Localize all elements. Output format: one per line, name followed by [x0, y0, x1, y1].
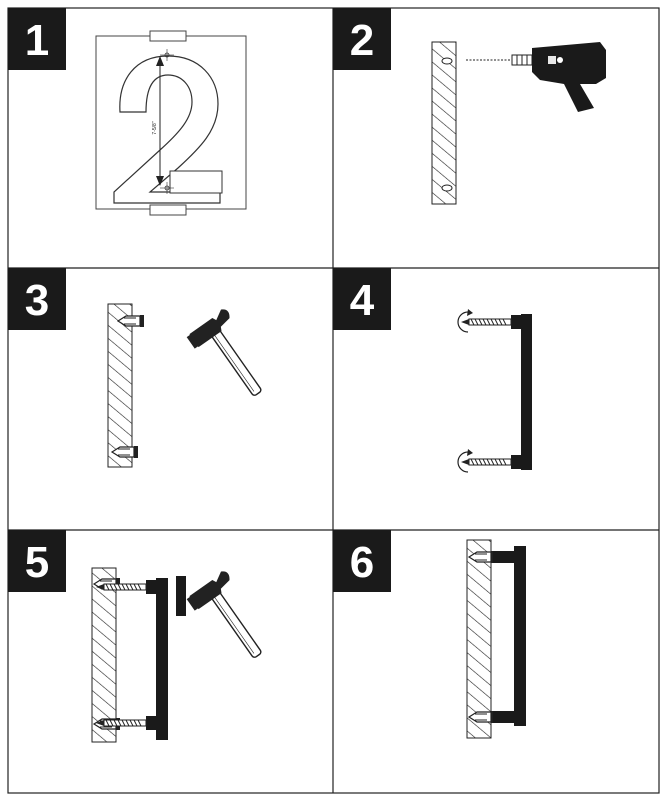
- template-figure: 7-5/8": [95, 30, 247, 216]
- step-number-6: 6: [350, 538, 374, 587]
- dimension-arrow: [156, 56, 164, 186]
- step-number-1: 1: [25, 16, 49, 65]
- step-badge-1: [8, 8, 66, 70]
- digit-base-block: [169, 170, 223, 194]
- step-4-panel: 4: [333, 268, 532, 473]
- tape-top: [149, 30, 187, 42]
- wall-section: [91, 567, 117, 743]
- step-number-3: 3: [25, 276, 49, 325]
- drill-hole-bottom: [441, 184, 453, 192]
- digit-two-outline: [113, 55, 221, 204]
- step-number-2: 2: [350, 16, 374, 65]
- handle-end-cap: [176, 576, 186, 616]
- tape-bottom: [149, 204, 187, 216]
- wall-section: [466, 539, 492, 739]
- screw-top: [95, 583, 147, 591]
- drill-icon: [466, 42, 606, 112]
- step-number-5: 5: [25, 538, 49, 587]
- step-badge-4: [333, 268, 391, 330]
- step-2-panel: 2: [333, 8, 606, 205]
- handle-bar: [493, 546, 526, 726]
- step-badge-5: [8, 530, 66, 592]
- screw-bottom: [460, 458, 512, 466]
- step-badge-6: [333, 530, 391, 592]
- drill-hole-top: [441, 57, 453, 65]
- hole-marker-top: [160, 49, 174, 61]
- screw-bottom: [95, 719, 147, 727]
- wall-section: [107, 303, 133, 468]
- step-5-panel: 5: [8, 530, 278, 743]
- dimension-label: 7-5/8": [152, 121, 158, 134]
- step-1-panel: 1 7-5/8": [8, 8, 247, 216]
- hole-marker-bottom: [160, 182, 174, 194]
- step-badge-2: [333, 8, 391, 70]
- handle-bar: [511, 314, 532, 470]
- step-6-panel: 6: [333, 530, 526, 739]
- wall-section: [431, 41, 457, 205]
- handle-bar: [146, 578, 168, 740]
- step-badge-3: [8, 268, 66, 330]
- step-number-4: 4: [350, 276, 375, 325]
- screw-top: [460, 318, 512, 326]
- step-3-panel: 3: [8, 268, 278, 468]
